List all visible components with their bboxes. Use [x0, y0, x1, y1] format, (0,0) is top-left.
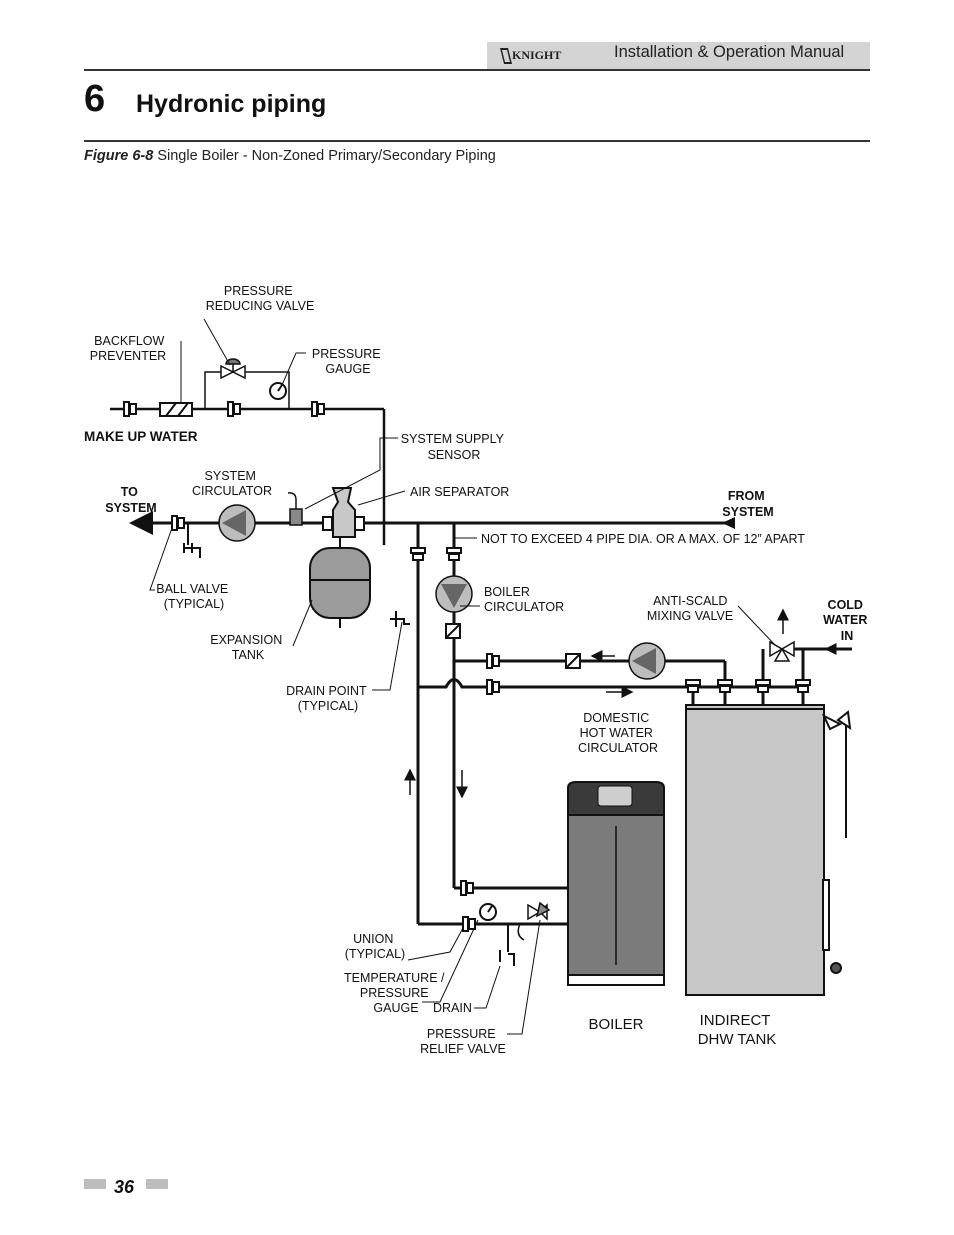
- boiler-circulator-icon: [435, 575, 473, 613]
- header-band: [487, 42, 870, 70]
- pressure-relief-valve-icon: [517, 901, 551, 941]
- label-spacing-note: NOT TO EXCEED 4 PIPE DIA. OR A MAX. OF 1…: [481, 532, 805, 546]
- label-pressure-gauge: PRESSURE GAUGE: [312, 347, 384, 376]
- label-drain: DRAIN: [433, 1001, 472, 1015]
- label-dhw-circulator: DOMESTIC HOT WATER CIRCULATOR: [578, 711, 658, 755]
- label-pressure-relief-valve: PRESSURE RELIEF VALVE: [420, 1027, 506, 1056]
- system-supply-sensor-icon: [287, 492, 303, 526]
- leader-lines: [149, 318, 776, 1035]
- label-temp-pressure-gauge: TEMPERATURE / PRESSURE GAUGE: [344, 971, 448, 1015]
- header-rule: [84, 69, 870, 71]
- page-number: 36: [114, 1177, 135, 1197]
- page-bar-right: [146, 1179, 168, 1189]
- logo-text: KNIGHT: [512, 48, 561, 62]
- label-drain-point: DRAIN POINT (TYPICAL): [286, 684, 370, 713]
- figure-caption-text: Single Boiler - Non-Zoned Primary/Second…: [157, 148, 496, 164]
- label-system-supply-sensor: SYSTEM SUPPLY SENSOR: [401, 432, 508, 462]
- air-separator-icon: [322, 487, 365, 538]
- expansion-tank-icon: [309, 537, 371, 628]
- label-boiler: BOILER: [588, 1016, 643, 1033]
- system-circulator-icon: [218, 504, 256, 542]
- label-anti-scald-valve: ANTI-SCALD MIXING VALVE: [647, 594, 733, 623]
- boiler-loop-piping: [416, 523, 852, 926]
- boiler-unit-icon: [567, 781, 665, 986]
- title-rule: [84, 140, 870, 142]
- pressure-gauge-icon: [269, 382, 287, 400]
- union-icon: [123, 401, 325, 417]
- manual-title: Installation & Operation Manual: [614, 43, 845, 61]
- pressure-reducing-valve-icon: [220, 358, 246, 380]
- backflow-preventer-icon: [159, 402, 193, 417]
- label-boiler-circulator: BOILER CIRCULATOR: [484, 585, 564, 614]
- temp-pressure-gauge-icon: [479, 903, 497, 921]
- label-from-system: FROM SYSTEM: [722, 489, 773, 519]
- label-to-system: TO SYSTEM: [105, 485, 156, 515]
- figure-label: Figure 6-8: [84, 148, 154, 164]
- boiler-drain-icon: [499, 924, 515, 966]
- check-valve-icon: [445, 623, 581, 669]
- dhw-circulator-icon: [628, 642, 666, 680]
- label-indirect-tank: INDIRECT DHW TANK: [698, 1012, 777, 1048]
- system-pipe-arrows: [129, 511, 735, 535]
- label-system-circulator: SYSTEM CIRCULATOR: [192, 469, 272, 498]
- union-icon: [171, 515, 185, 531]
- drain-point-icon: [390, 611, 410, 627]
- chapter-title: Hydronic piping: [136, 90, 327, 118]
- label-make-up-water: MAKE UP WATER: [84, 429, 198, 444]
- union-icon: [410, 547, 811, 932]
- figure-caption: Figure 6-8 Single Boiler - Non-Zoned Pri…: [84, 148, 496, 164]
- label-pressure-reducing-valve: PRESSURE REDUCING VALVE: [206, 284, 315, 313]
- label-air-separator: AIR SEPARATOR: [410, 485, 509, 499]
- label-cold-water-in: COLD WATER IN: [823, 598, 871, 643]
- ball-valve-icon: [183, 523, 201, 558]
- page-bar-left: [84, 1179, 106, 1189]
- knight-logo: KNIGHT: [500, 48, 561, 64]
- label-expansion-tank: EXPANSION TANK: [210, 633, 286, 662]
- label-ball-valve: BALL VALVE (TYPICAL): [156, 582, 232, 611]
- flow-arrows: [404, 608, 850, 799]
- indirect-dhw-tank-icon: [685, 704, 852, 996]
- label-union: UNION (TYPICAL): [345, 932, 405, 961]
- label-backflow-preventer: BACKFLOW PREVENTER: [90, 334, 168, 363]
- chapter-number: 6: [84, 78, 106, 120]
- anti-scald-valve-icon: [769, 640, 795, 662]
